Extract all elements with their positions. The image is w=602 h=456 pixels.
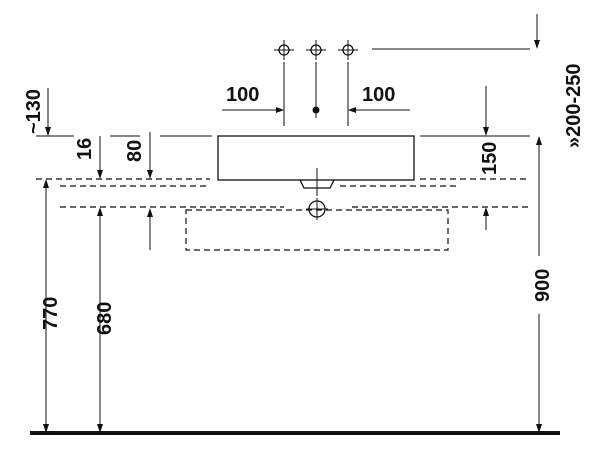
dim-floor-to-counter: 770 <box>40 297 62 330</box>
dim-tap-spacing-left: 100 <box>226 84 259 106</box>
tap-hole-left <box>274 40 294 60</box>
cabinet-outline <box>185 209 449 251</box>
dim-bowl-depth: 80 <box>124 140 146 162</box>
basin-outline <box>217 135 415 181</box>
tap-hole-right <box>338 40 358 60</box>
dim-floor-to-waste: 680 <box>94 302 116 335</box>
dim-basin-height: 150 <box>479 142 501 175</box>
dim-top-offset: ~130 <box>23 89 45 134</box>
dim-tap-height: »200-250 <box>563 63 585 148</box>
tap-hole-center <box>306 40 326 60</box>
dim-floor-to-rim: 900 <box>532 269 554 302</box>
dim-tap-spacing-right: 100 <box>362 84 395 106</box>
dim-rim-offset: 16 <box>74 138 96 160</box>
